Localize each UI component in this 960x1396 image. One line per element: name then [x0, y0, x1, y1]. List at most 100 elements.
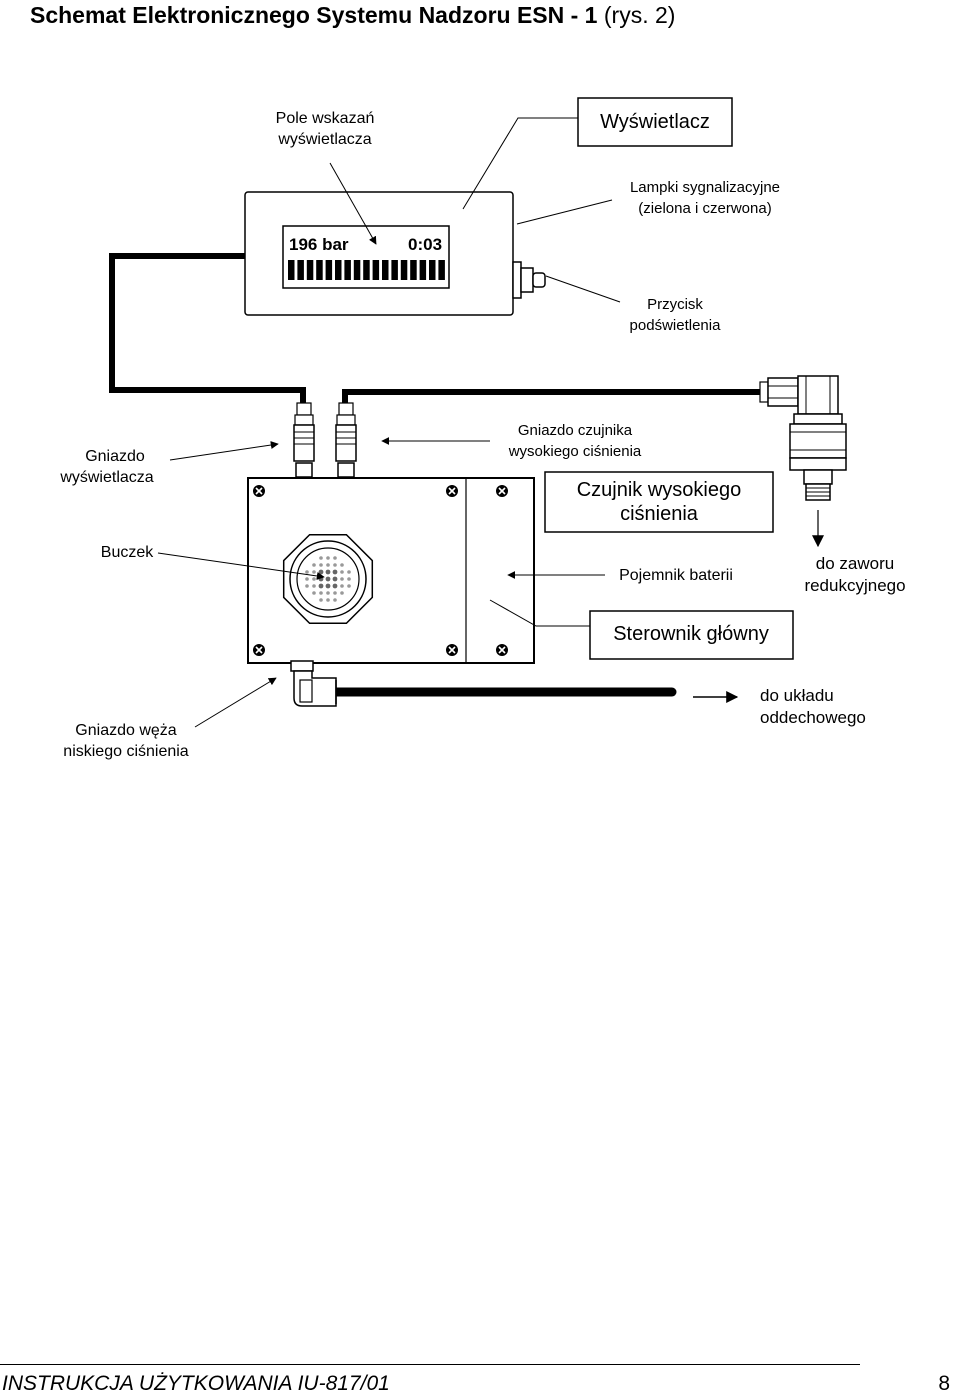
label-sensor-socket-2: wysokiego ciśnienia: [508, 443, 642, 460]
lcd-bar-segment: [382, 260, 389, 280]
main-controller-body: [247, 477, 535, 664]
screw-icon: [446, 485, 458, 497]
screw-icon: [496, 644, 508, 656]
buzzer-hole: [347, 584, 351, 588]
lcd-bar-segment: [335, 260, 342, 280]
buzzer-hole: [332, 583, 338, 589]
lcd-bar-segment: [316, 260, 323, 280]
hp-sensor-callout-box: [544, 471, 774, 533]
high-pressure-sensor: [759, 375, 847, 501]
buzzer-hole: [333, 591, 337, 595]
buzzer-hole: [312, 577, 316, 581]
label-breathing-1: do układu: [760, 686, 834, 705]
lcd-bar-segment: [400, 260, 408, 280]
main-controller-callout-box: [589, 610, 794, 660]
lcd-bar-segment: [429, 260, 436, 280]
label-backlight-1: Przycisk: [647, 296, 703, 313]
buzzer-hole: [326, 556, 330, 560]
label-hp-sensor-2: ciśnienia: [620, 503, 699, 525]
buzzer-hole: [305, 570, 309, 574]
label-display-field-1: Pole wskazań: [276, 110, 375, 127]
buzzer-hole: [347, 570, 351, 574]
buzzer-hole: [305, 584, 309, 588]
buzzer-hole: [312, 563, 316, 567]
label-signal-lamps-2: (zielona i czerwona): [638, 200, 771, 217]
label-battery-box: Pojemnik baterii: [619, 567, 733, 584]
label-reducer-valve-2: redukcyjnego: [804, 576, 905, 595]
screw-icon: [253, 485, 265, 497]
lcd-time: 0:03: [408, 235, 442, 254]
buzzer-hole: [312, 591, 316, 595]
display-callout-box: [577, 97, 733, 147]
screw-icon: [446, 644, 458, 656]
buzzer-hole: [325, 583, 331, 589]
lcd-bar-segment: [306, 260, 314, 280]
lcd-bar-segment: [372, 260, 380, 280]
label-main-controller: Sterownik główny: [613, 623, 769, 645]
label-display-field-2: wyświetlacza: [277, 131, 371, 148]
footer-text: INSTRUKCJA UŻYTKOWANIA IU-817/01: [2, 1372, 390, 1395]
buzzer-hole: [318, 569, 324, 575]
label-signal-lamps-1: Lampki sygnalizacyjne: [630, 179, 780, 196]
sensor-cable: [342, 389, 760, 408]
label-lp-socket-2: niskiego ciśnienia: [63, 743, 189, 760]
buzzer-hole: [312, 570, 316, 574]
screw-icon: [496, 485, 508, 497]
label-breathing-2: oddechowego: [760, 708, 866, 727]
buzzer-hole: [347, 577, 351, 581]
sensor-connector: [335, 402, 357, 478]
lcd-bar-segment: [391, 260, 398, 280]
lcd-bar-segment: [410, 260, 417, 280]
label-sensor-socket-1: Gniazdo czujnika: [518, 422, 633, 439]
buzzer-hole: [326, 598, 330, 602]
buzzer-hole: [333, 598, 337, 602]
buzzer-hole: [305, 577, 309, 581]
lcd-bar-segment: [297, 260, 304, 280]
page-number: 8: [938, 1372, 950, 1395]
label-backlight-2: podświetlenia: [630, 317, 722, 334]
buzzer-hole: [333, 563, 337, 567]
lcd-bar-segment: [353, 260, 361, 280]
buzzer-hole: [318, 576, 324, 582]
lp-hose-fitting: [290, 660, 337, 707]
lcd-bar-segment: [325, 260, 333, 280]
buzzer: [282, 533, 374, 625]
lcd-bar-segment: [363, 260, 370, 280]
buzzer-hole: [332, 576, 338, 582]
display-cable: [109, 253, 306, 408]
buzzer-hole: [340, 570, 344, 574]
label-reducer-valve-1: do zaworu: [816, 554, 894, 573]
buzzer-hole: [333, 556, 337, 560]
buzzer-hole: [340, 584, 344, 588]
label-display-socket-2: wyświetlacza: [59, 469, 153, 486]
backlight-button: [532, 272, 546, 288]
display-connector: [293, 402, 315, 478]
buzzer-hole: [319, 556, 323, 560]
buzzer-hole: [340, 591, 344, 595]
label-display: Wyświetlacz: [600, 111, 710, 133]
buzzer-hole: [319, 591, 323, 595]
buzzer-hole: [325, 569, 331, 575]
buzzer-hole: [326, 591, 330, 595]
label-lp-socket-1: Gniazdo węża: [75, 722, 176, 739]
buzzer-hole: [319, 563, 323, 567]
display-unit: 196 bar 0:03: [244, 191, 546, 316]
buzzer-hole: [318, 583, 324, 589]
page-title: Schemat Elektronicznego Systemu Nadzoru …: [30, 2, 676, 28]
lcd-bar-segment: [419, 260, 427, 280]
label-hp-sensor-1: Czujnik wysokiego: [577, 479, 742, 501]
buzzer-hole: [340, 577, 344, 581]
lcd-bar-segment: [288, 260, 295, 280]
buzzer-hole: [312, 584, 316, 588]
lcd-pressure: 196 bar: [289, 235, 349, 254]
label-buzzer: Buczek: [101, 544, 154, 561]
lcd-bargraph: [288, 260, 445, 280]
buzzer-hole: [325, 576, 331, 582]
buzzer-hole: [340, 563, 344, 567]
footer-divider: [0, 1364, 860, 1365]
lcd-bar-segment: [438, 260, 445, 280]
lcd-bar-segment: [344, 260, 351, 280]
screw-icon: [253, 644, 265, 656]
label-display-socket-1: Gniazdo: [85, 448, 145, 465]
buzzer-hole: [326, 563, 330, 567]
